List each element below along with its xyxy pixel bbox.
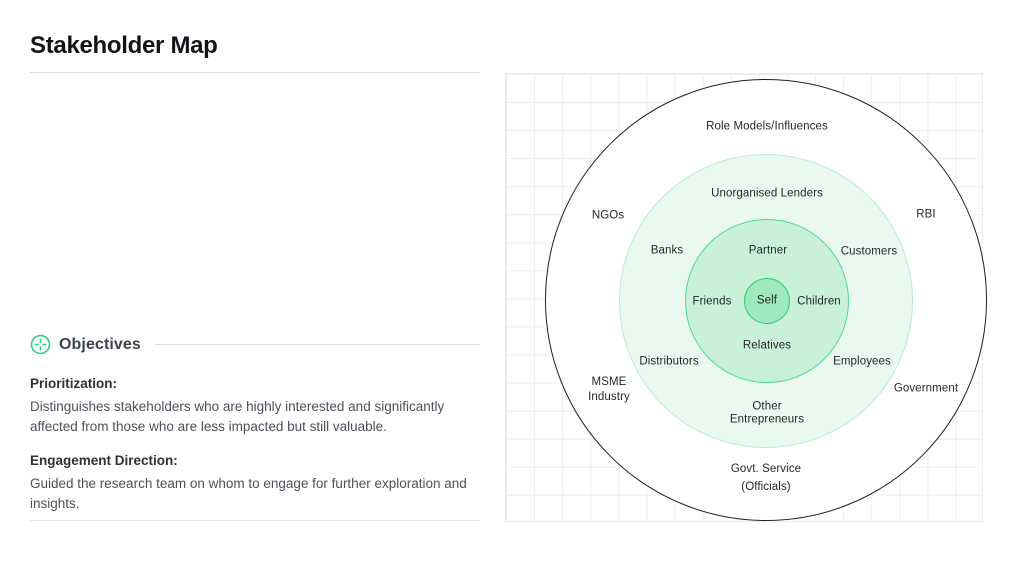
map-label-friends: Friends bbox=[692, 295, 732, 308]
bottom-divider bbox=[30, 520, 480, 521]
target-crosshair-icon bbox=[30, 334, 51, 355]
objective-text: Distinguishes stakeholders who are highl… bbox=[30, 399, 445, 434]
objective-prioritization: Prioritization: Distinguishes stakeholde… bbox=[30, 376, 482, 437]
map-label-government: Government bbox=[893, 382, 959, 395]
objective-engagement-direction: Engagement Direction: Guided the researc… bbox=[30, 453, 482, 514]
map-label-relatives: Relatives bbox=[742, 339, 792, 352]
map-label-partner: Partner bbox=[748, 244, 788, 257]
title-divider bbox=[30, 72, 480, 73]
map-label-banks: Banks bbox=[650, 244, 684, 257]
map-label-ngos: NGOs bbox=[591, 209, 625, 222]
objective-label: Engagement Direction: bbox=[30, 453, 178, 468]
map-label-msme-industry: MSME Industry bbox=[588, 376, 630, 403]
map-label-customers: Customers bbox=[840, 245, 898, 258]
objectives-heading: Objectives bbox=[59, 335, 141, 353]
self-circle bbox=[744, 278, 790, 324]
objectives-header: Objectives bbox=[30, 334, 480, 355]
map-label-govt-service: Govt. Service (Officials) bbox=[730, 463, 802, 493]
objective-label: Prioritization: bbox=[30, 376, 117, 391]
objective-text: Guided the research team on whom to enga… bbox=[30, 476, 467, 511]
page-title: Stakeholder Map bbox=[30, 32, 218, 59]
map-label-other-entrepreneurs: Other Entrepreneurs bbox=[729, 400, 805, 426]
map-label-employees: Employees bbox=[833, 355, 891, 368]
map-label-role-models: Role Models/Influences bbox=[706, 120, 828, 133]
map-label-unorganised-lenders: Unorganised Lenders bbox=[711, 187, 823, 200]
map-label-children: Children bbox=[797, 295, 841, 308]
objectives-divider bbox=[154, 344, 480, 345]
map-label-self: Self bbox=[756, 294, 778, 307]
map-label-rbi: RBI bbox=[916, 208, 936, 221]
stakeholder-map-canvas: Role Models/Influences Unorganised Lende… bbox=[505, 73, 987, 522]
map-label-distributors: Distributors bbox=[639, 355, 699, 368]
